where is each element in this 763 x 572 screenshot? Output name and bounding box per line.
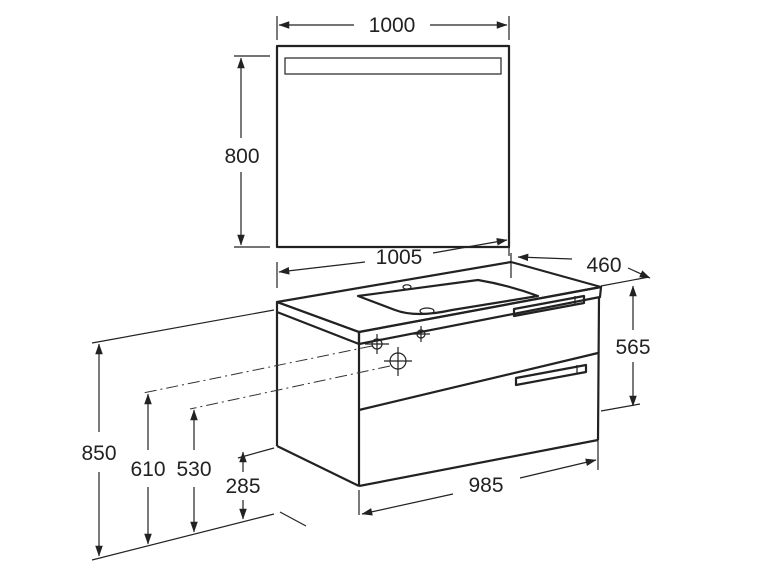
dimension-floor-to-base: 285 [225, 451, 261, 520]
dimension-arrow [627, 267, 651, 279]
basin-drain [419, 307, 435, 315]
extension-line [600, 276, 650, 287]
dimension-floor-to-top: 850 [81, 343, 117, 557]
mirror-height-label: 800 [224, 145, 259, 168]
dimension-floor-to-trap: 610 [130, 393, 166, 545]
cabinet-right-edge [596, 296, 601, 441]
dimension-floor-to-drain: 530 [176, 409, 212, 533]
dimension-top-width: 1005 [276, 238, 510, 288]
dimension-mirror-width: 1000 [276, 14, 510, 40]
dimension-depth: 460 [510, 253, 651, 287]
floor-to-trap-label: 610 [130, 458, 165, 481]
cabinet-front-bottom [358, 438, 599, 488]
mirror-width-label: 1000 [369, 14, 416, 37]
floor-to-drain-label: 530 [176, 458, 211, 481]
upper-drawer-handle [512, 294, 586, 318]
left-extension-lines [91, 309, 391, 561]
plumbing-symbol-drain [384, 347, 412, 376]
cabinet-side-bottom [276, 445, 360, 487]
lower-drawer-handle [514, 363, 588, 387]
mirror-frame [275, 44, 511, 249]
center-line-trap [142, 345, 373, 394]
countertop-side-edge [275, 300, 361, 346]
basin-bowl [356, 278, 540, 316]
depth-label: 460 [586, 254, 621, 277]
dimension-arrow [517, 253, 573, 262]
center-line-drain [189, 365, 391, 410]
vanity-cabinet [275, 260, 603, 488]
extension-line [600, 403, 641, 412]
extension-line-850-top [91, 309, 275, 344]
floor-line-detail [279, 511, 307, 527]
mirror [275, 44, 511, 249]
dimension-arrow [432, 238, 508, 254]
cabinet-height-label: 565 [615, 336, 650, 359]
plumbing-symbol-trap [365, 334, 389, 354]
countertop-front-edge [357, 285, 603, 346]
dimension-mirror-height: 800 [224, 55, 270, 248]
dimension-arrow [361, 493, 454, 516]
floor-to-top-label: 850 [81, 442, 116, 465]
faucet-hole [402, 284, 412, 290]
dimension-arrow [278, 261, 366, 275]
mirror-light-strip [284, 57, 502, 75]
floor-to-base-label: 285 [225, 475, 260, 498]
dimension-cabinet-width: 985 [358, 425, 599, 516]
plumbing-symbol-outlet [412, 326, 430, 342]
dimension-cabinet-height: 565 [600, 285, 651, 412]
top-width-label: 1005 [376, 246, 423, 269]
floor-line [91, 513, 275, 561]
cabinet-width-label: 985 [468, 474, 503, 497]
dimension-arrow [519, 458, 597, 479]
drawer-divider [358, 351, 599, 412]
